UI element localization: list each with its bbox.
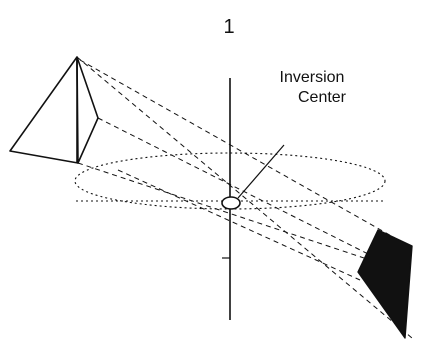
projection-line-right (97, 117, 393, 267)
original-pyramid (9, 56, 99, 164)
inversion-center-point (221, 196, 241, 210)
projection-line-front (117, 169, 361, 281)
projection-line-base (77, 162, 371, 261)
projection-line-apex (76, 56, 413, 339)
projection-line-back-top (79, 59, 396, 239)
axis-order-label: 1 (223, 16, 234, 38)
center-label-line2: Center (298, 89, 347, 106)
center-label-line1: Inversion (280, 69, 345, 86)
center-label-leader (237, 144, 285, 199)
projection-lines (76, 56, 413, 339)
inverted-pyramid (357, 229, 413, 339)
pyramid-face-left (9, 56, 79, 164)
pyramid-face-right (76, 56, 99, 164)
inverted-pyramid-body (357, 229, 413, 339)
